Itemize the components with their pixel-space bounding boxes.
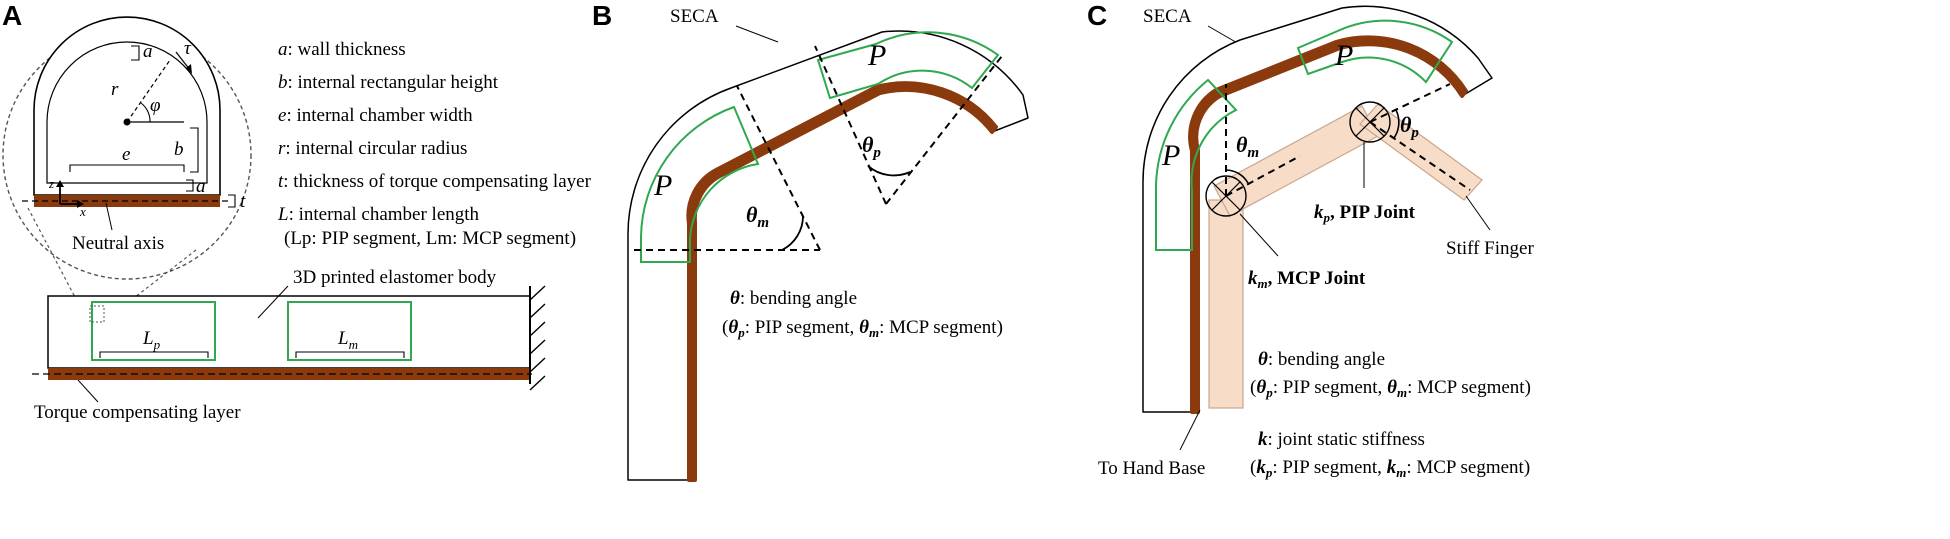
panel-a: A a τ r φ b bbox=[2, 0, 592, 423]
chamber-b-1 bbox=[640, 105, 760, 263]
legend-r-line: r: internal circular radius bbox=[278, 138, 467, 159]
legend-l-line: L: internal chamber length bbox=[277, 204, 480, 225]
label-a-top: a bbox=[143, 41, 153, 62]
pip-joint-label: kp, PIP Joint bbox=[1314, 202, 1416, 225]
label-t: t bbox=[240, 191, 246, 212]
label-p-b-1: P bbox=[653, 169, 672, 202]
chamber-c-1 bbox=[1155, 78, 1238, 251]
theta-p-arc-c bbox=[1393, 109, 1400, 139]
theta-p-arm-left bbox=[814, 45, 887, 205]
panel-c-letter: C bbox=[1087, 0, 1107, 31]
label-tau: τ bbox=[184, 38, 192, 59]
caption-b-2: (θp: PIP segment, θm: MCP segment) bbox=[722, 317, 1003, 340]
chamber-b-2 bbox=[816, 31, 1000, 100]
neutral-axis-label: Neutral axis bbox=[72, 233, 164, 254]
torque-layer-label: Torque compensating layer bbox=[34, 402, 241, 423]
dim-b bbox=[190, 127, 199, 173]
mcp-joint-label: km, MCP Joint bbox=[1248, 268, 1366, 291]
caption-b-1: θ: bending angle bbox=[730, 288, 857, 309]
theta-m-arm bbox=[736, 85, 821, 251]
label-theta-m-c: θm bbox=[1236, 132, 1259, 161]
wall-hatch bbox=[529, 285, 546, 391]
neutral-axis-leader bbox=[105, 202, 113, 231]
label-theta-p-b: θp bbox=[862, 132, 881, 161]
theta-p-axis-c bbox=[1369, 121, 1471, 191]
panel-b: B SECA P P θp θm θ: bending angle (θp: P… bbox=[592, 0, 1029, 482]
cross-section-inner bbox=[46, 41, 208, 184]
dim-t bbox=[228, 194, 236, 208]
finger-distal bbox=[1359, 103, 1483, 201]
label-p-c-1: P bbox=[1161, 139, 1180, 172]
label-x: x bbox=[79, 204, 86, 219]
caption-c-3: k: joint static stiffness bbox=[1258, 429, 1425, 450]
x-axis-head bbox=[77, 200, 84, 208]
tau-arrowhead bbox=[186, 64, 192, 74]
finger-middle bbox=[1213, 105, 1379, 217]
legend-a: a: wall thickness b: internal rectangula… bbox=[277, 39, 592, 249]
label-p-c-2: P bbox=[1334, 39, 1353, 72]
caption-c-2: (θp: PIP segment, θm: MCP segment) bbox=[1250, 377, 1531, 400]
pip-joint bbox=[1349, 101, 1391, 143]
theta-m-arc-c bbox=[1225, 169, 1249, 184]
dim-a-bottom bbox=[186, 179, 194, 192]
seca-leader-b bbox=[735, 25, 779, 43]
panel-b-letter: B bbox=[592, 0, 612, 31]
panel-c: C SECA P P θm θp kp, PIP Joint bbox=[1087, 0, 1534, 480]
seca-label-c: SECA bbox=[1143, 6, 1192, 27]
dim-lp bbox=[99, 351, 209, 358]
z-axis-head bbox=[56, 180, 64, 187]
torque-leader bbox=[77, 379, 99, 403]
zoom-box bbox=[89, 305, 105, 323]
label-a-bottom: a bbox=[196, 176, 206, 197]
chamber-mcp bbox=[287, 301, 412, 361]
legend-a-line: a: wall thickness bbox=[278, 39, 406, 60]
radius-line bbox=[126, 59, 171, 123]
theta-m-arm-c bbox=[1225, 155, 1301, 197]
label-p-b-2: P bbox=[867, 39, 886, 72]
label-theta-p-c: θp bbox=[1400, 112, 1419, 141]
legend-l-sub: (Lp: PIP segment, Lm: MCP segment) bbox=[284, 228, 576, 249]
dim-lm bbox=[295, 351, 405, 358]
dim-e bbox=[69, 164, 185, 172]
phi-arc bbox=[140, 102, 151, 123]
hand-base-label: To Hand Base bbox=[1098, 458, 1205, 479]
caption-c-1: θ: bending angle bbox=[1258, 349, 1385, 370]
panel-a-letter: A bbox=[2, 0, 22, 31]
hand-base-leader bbox=[1179, 409, 1201, 451]
stiff-finger-leader bbox=[1465, 195, 1491, 231]
mcp-leader bbox=[1239, 213, 1279, 257]
theta-p-arm-right bbox=[885, 55, 1003, 205]
body-label: 3D printed elastomer body bbox=[293, 267, 497, 288]
caption-c-4: (kp: PIP segment, km: MCP segment) bbox=[1250, 457, 1530, 480]
legend-e-line: e: internal chamber width bbox=[278, 105, 473, 126]
mcp-joint bbox=[1205, 175, 1247, 217]
label-z: z bbox=[48, 176, 54, 191]
label-r: r bbox=[111, 79, 119, 100]
label-phi: φ bbox=[150, 95, 161, 116]
label-theta-m-b: θm bbox=[746, 202, 769, 231]
seca-label-b: SECA bbox=[670, 6, 719, 27]
stiff-finger-label: Stiff Finger bbox=[1446, 238, 1534, 259]
torque-layer-b bbox=[686, 81, 998, 482]
label-e: e bbox=[122, 144, 130, 165]
legend-b-line: b: internal rectangular height bbox=[278, 72, 499, 93]
theta-m-arc bbox=[781, 215, 804, 251]
torque-layer-c bbox=[1188, 35, 1468, 414]
theta-p-arc bbox=[867, 165, 911, 177]
finger-proximal bbox=[1208, 199, 1244, 409]
dim-a-top bbox=[131, 45, 140, 61]
chamber-pip bbox=[91, 301, 216, 361]
theta-p-arm-c bbox=[1369, 83, 1451, 123]
body-leader bbox=[257, 285, 289, 319]
legend-t-line: t: thickness of torque compensating laye… bbox=[278, 171, 592, 192]
chamber-c-2 bbox=[1296, 19, 1454, 84]
label-b: b bbox=[174, 139, 184, 160]
